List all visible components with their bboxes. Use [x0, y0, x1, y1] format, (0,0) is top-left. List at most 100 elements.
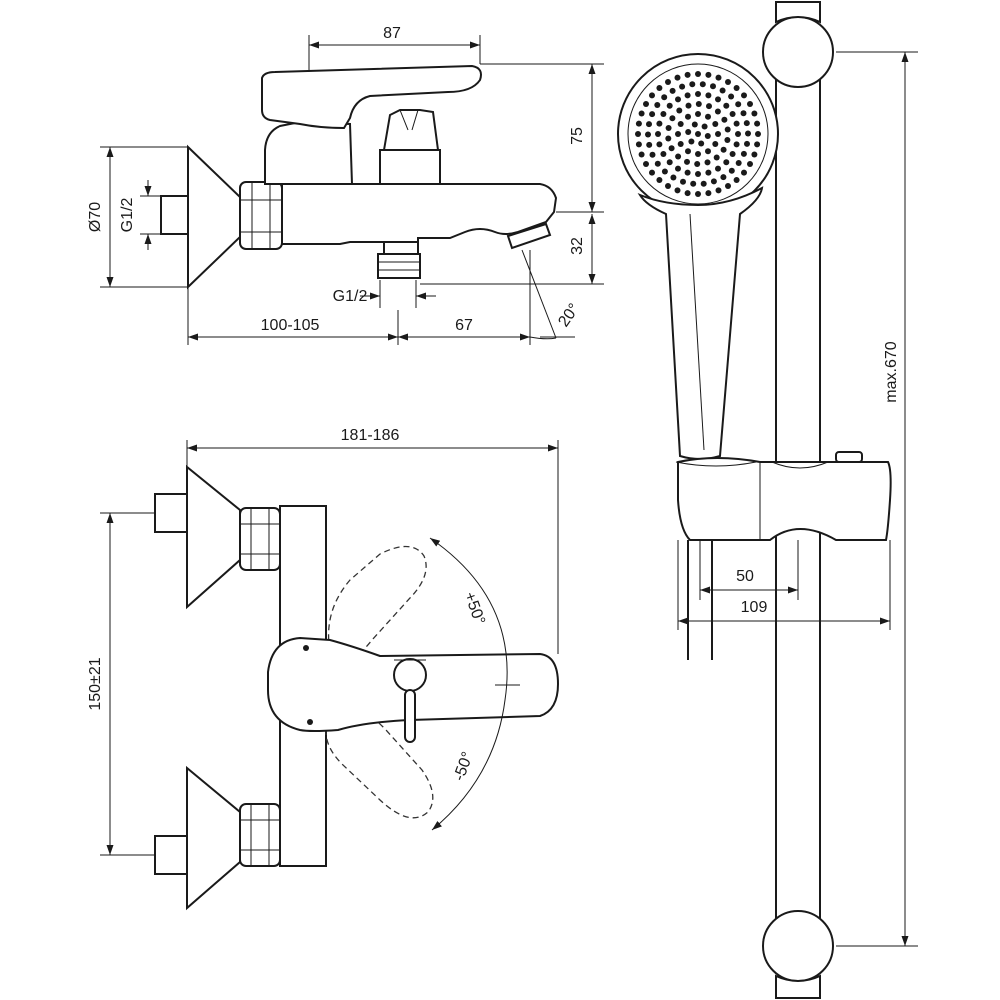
- spray-hole: [654, 160, 661, 167]
- spray-hole: [660, 151, 667, 157]
- spray-hole: [699, 81, 706, 88]
- spray-hole: [695, 101, 702, 107]
- spray-hole: [666, 102, 673, 109]
- spray-hole: [661, 94, 668, 101]
- spray-hole: [740, 110, 747, 117]
- spray-hole: [710, 178, 717, 185]
- dim-front-width: 181-186: [341, 427, 400, 444]
- side-diverter-knob: [382, 109, 440, 151]
- side-bottom-outlet: [383, 241, 419, 255]
- side-diverter-base: [379, 149, 441, 185]
- spray-hole: [705, 113, 711, 120]
- spray-hole: [714, 108, 721, 115]
- spray-hole: [747, 101, 753, 107]
- spray-hole: [741, 169, 747, 176]
- spray-hole: [684, 92, 691, 99]
- spray-hole: [649, 151, 656, 158]
- dim-bottom-thread: G1/2: [333, 288, 368, 305]
- dim-wall-distance: 100-105: [261, 317, 320, 334]
- spray-hole: [715, 165, 721, 172]
- front-lower-flange: [186, 765, 241, 911]
- spray-hole: [733, 120, 740, 127]
- spray-hole: [701, 123, 708, 130]
- spray-hole: [706, 103, 712, 110]
- spray-hole: [747, 161, 753, 167]
- side-aerator: [506, 222, 552, 250]
- spray-hole: [635, 141, 642, 148]
- spray-hole: [741, 92, 747, 99]
- spray-hole: [755, 131, 761, 137]
- spray-hole: [684, 190, 691, 197]
- spray-hole: [665, 125, 672, 131]
- rail-top-bracket: [762, 16, 834, 88]
- spray-hole: [733, 141, 740, 148]
- spray-hole: [675, 165, 681, 172]
- front-upper-flange: [186, 464, 241, 610]
- spray-hole: [751, 151, 758, 158]
- spray-hole: [724, 137, 731, 143]
- spray-hole: [656, 85, 663, 91]
- spray-hole: [735, 101, 742, 108]
- dim-flange-dia: Ø70: [87, 202, 104, 232]
- spray-hole: [655, 131, 661, 137]
- spray-hole: [735, 160, 742, 166]
- front-rotation-arc: [429, 537, 508, 831]
- spray-hole: [691, 121, 698, 128]
- spray-hole: [674, 74, 681, 81]
- spray-hole: [743, 120, 750, 127]
- front-diverter-pin: [404, 689, 416, 743]
- spray-hole: [669, 115, 676, 122]
- spray-hole: [674, 187, 681, 194]
- spray-hole: [695, 171, 701, 177]
- dim-rail-max: max.670: [883, 341, 900, 402]
- spray-hole: [698, 140, 705, 147]
- spray-hole: [724, 126, 731, 133]
- front-view-dimensions: 181-186 150±21 +50° -50°: [87, 427, 559, 856]
- front-upper-nut: [239, 507, 281, 571]
- rail-slider-holder: [677, 457, 892, 541]
- spray-hole: [689, 81, 696, 88]
- spray-hole: [723, 102, 730, 109]
- spray-hole: [684, 71, 691, 78]
- spray-hole: [694, 161, 701, 167]
- dim-inlet-thread: G1/2: [119, 198, 136, 233]
- side-wall-flange: [187, 144, 241, 290]
- dim-outlet-height: 32: [569, 237, 586, 255]
- spray-hole: [733, 85, 740, 91]
- side-cartridge: [264, 120, 354, 185]
- spray-hole: [713, 154, 720, 161]
- spray-hole: [669, 87, 676, 94]
- spray-hole: [695, 91, 701, 97]
- dim-rotation-plus: +50°: [461, 590, 488, 627]
- spray-hole: [688, 138, 695, 145]
- spray-hole: [661, 168, 668, 175]
- spray-hole: [684, 158, 690, 165]
- spray-hole: [712, 121, 719, 127]
- shower-spray-holes: [635, 71, 761, 197]
- spray-hole: [728, 93, 735, 100]
- spray-hole: [721, 116, 728, 123]
- spray-hole: [705, 190, 712, 197]
- spray-hole: [675, 153, 682, 160]
- side-view-dimensions: 87 75 32 Ø70 G1/2 G1/2 100-105: [87, 25, 604, 345]
- spray-hole: [715, 96, 721, 103]
- spray-hole: [665, 135, 672, 142]
- spray-hole: [705, 148, 711, 155]
- spray-hole: [704, 159, 711, 166]
- spray-hole: [685, 129, 692, 135]
- spray-hole: [695, 191, 701, 197]
- spray-hole: [656, 141, 663, 148]
- spray-hole: [677, 121, 684, 127]
- dim-outlet-distance: 67: [455, 317, 473, 334]
- front-lower-nut: [239, 803, 281, 867]
- spray-hole: [646, 141, 653, 148]
- dim-outlet-angle: 20°: [555, 301, 583, 331]
- spray-hole: [638, 151, 645, 158]
- spray-hole: [712, 141, 719, 147]
- spray-hole: [656, 177, 663, 183]
- spray-hole: [635, 131, 641, 137]
- spray-hole: [725, 79, 731, 85]
- spray-hole: [645, 131, 651, 138]
- spray-hole: [725, 183, 731, 189]
